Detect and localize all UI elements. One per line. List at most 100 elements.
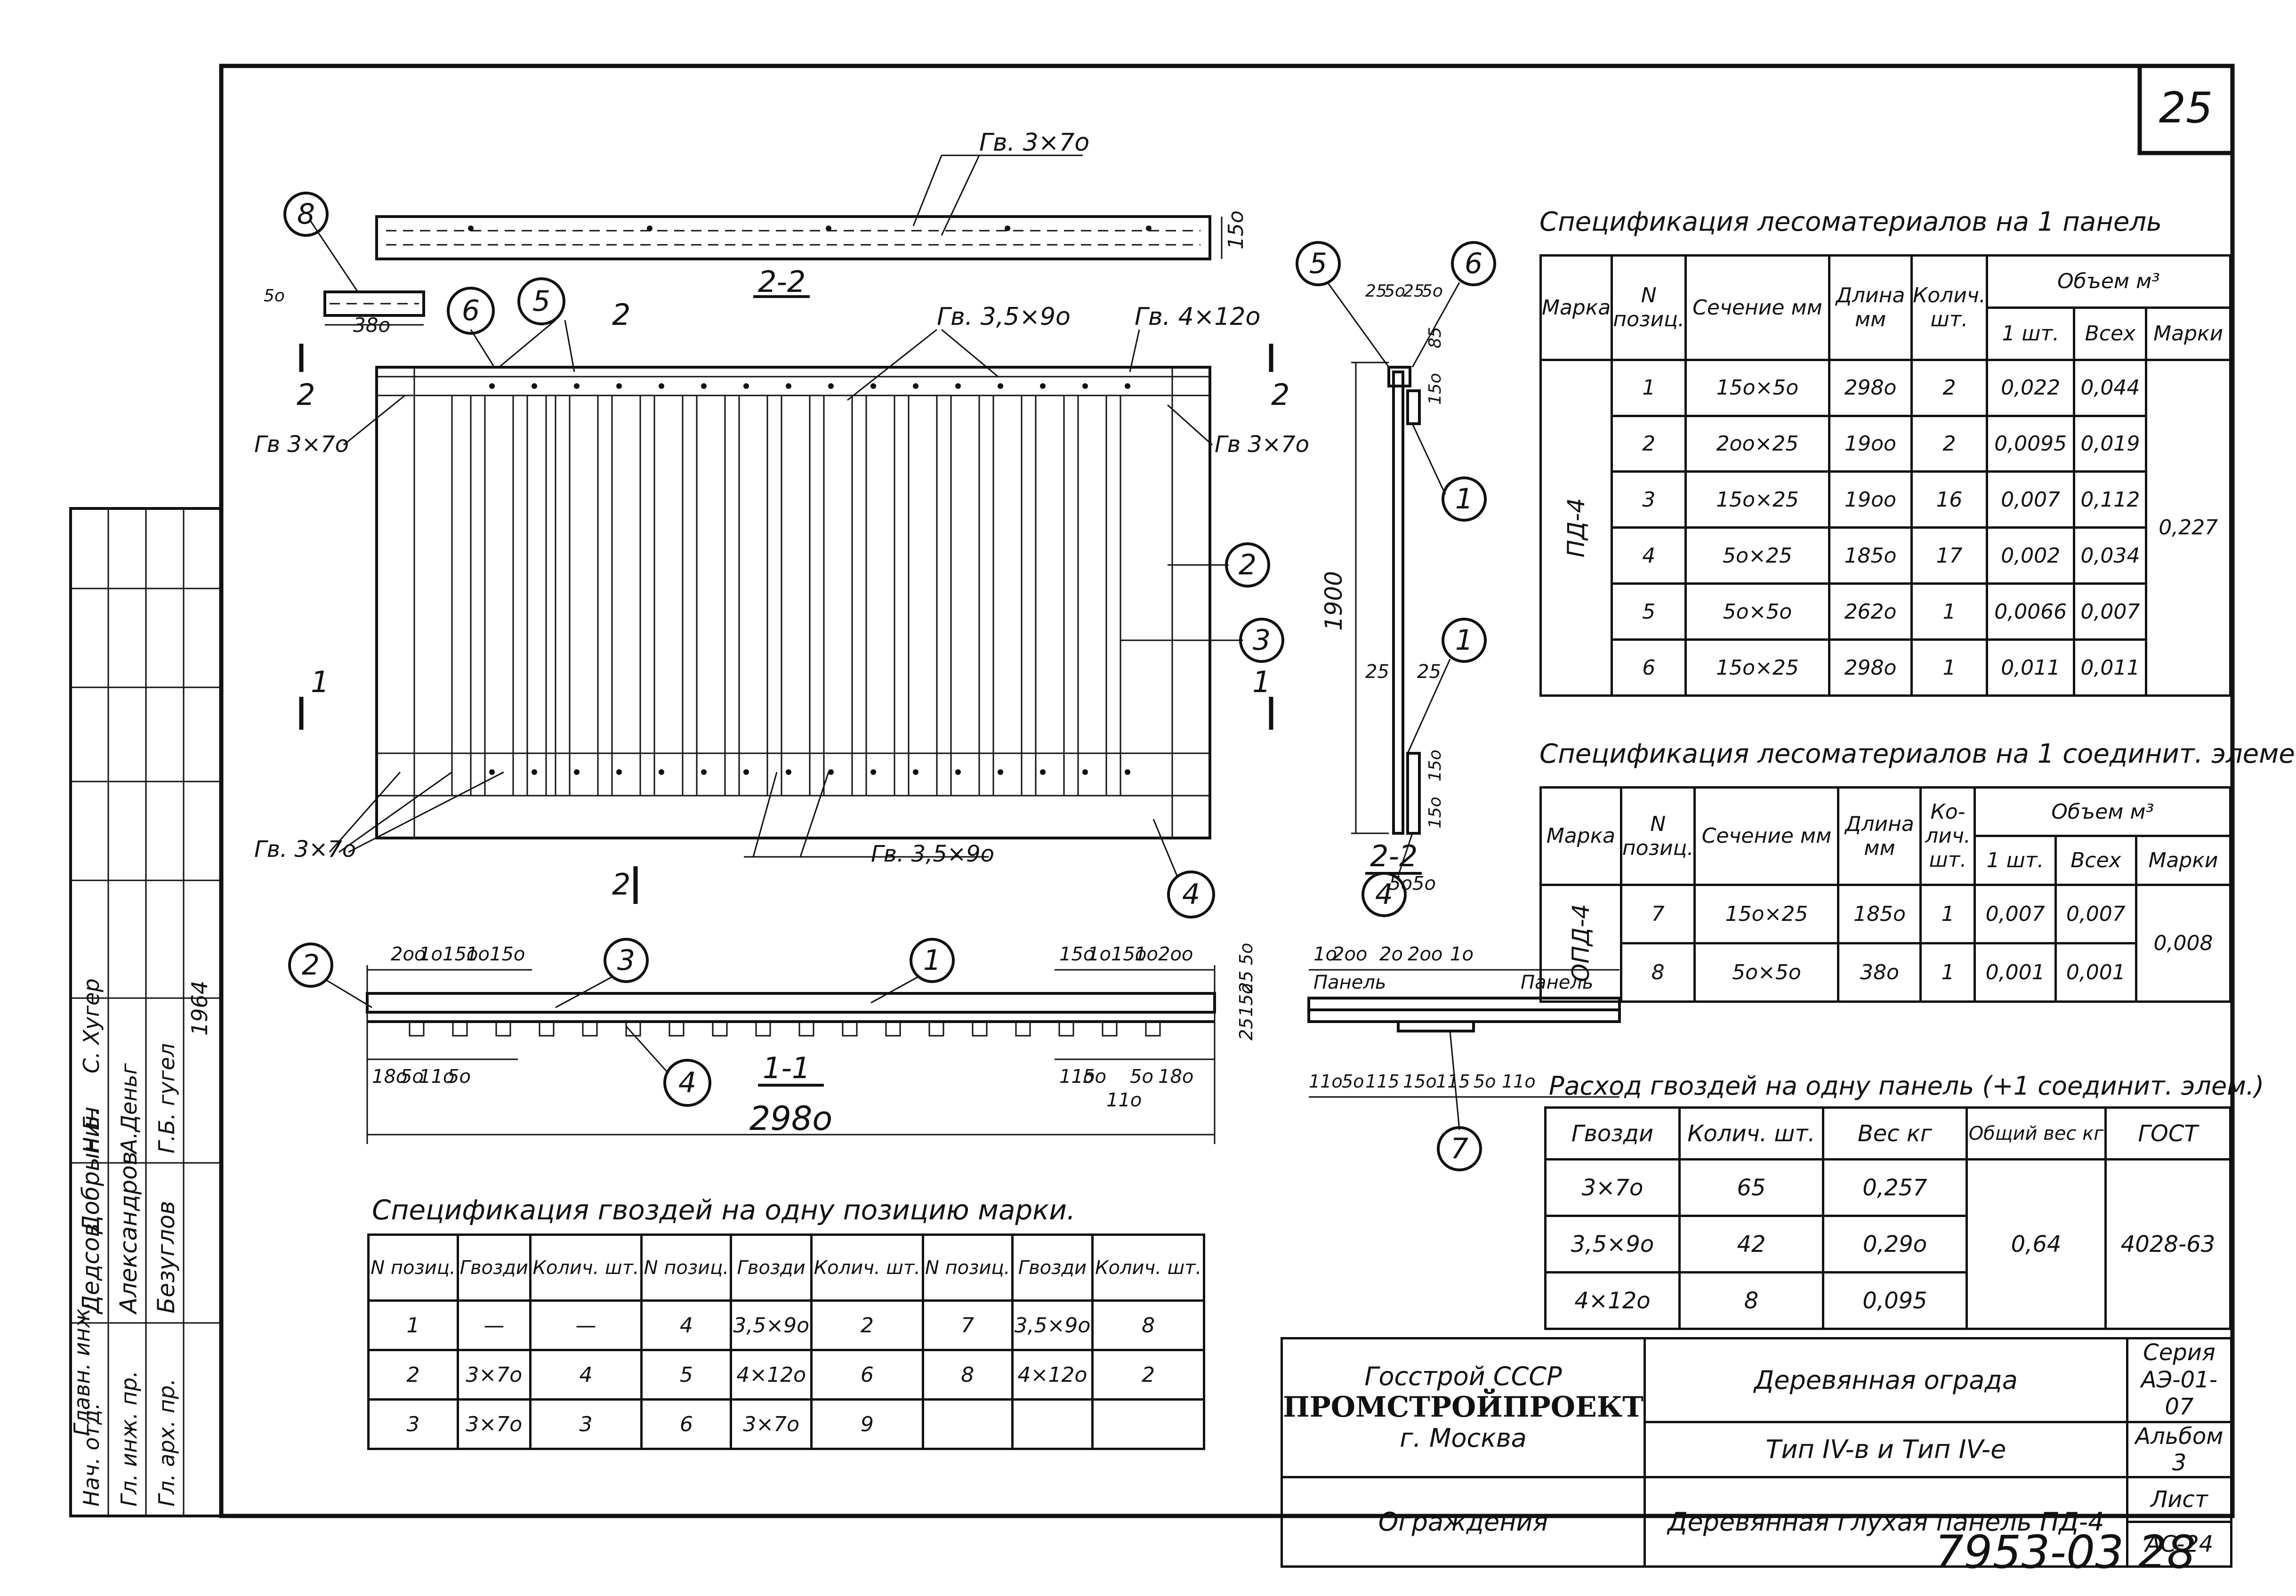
- dim-label: 15о: [1403, 1071, 1437, 1092]
- dim-label: 115: [1436, 1071, 1470, 1092]
- stamp-role: Нач. отд.: [79, 1403, 104, 1507]
- panel-front-view: [375, 319, 1211, 839]
- table-cell: 0,011: [1985, 638, 2076, 697]
- table-cell: 15о×5о: [1684, 358, 1831, 417]
- header-cell: Марка: [1539, 786, 1622, 886]
- callout-number: 1: [1455, 624, 1473, 657]
- header-cell: Колич. шт.: [1678, 1106, 1824, 1161]
- dim-label: 2оо: [391, 943, 426, 965]
- table-cell: [921, 1398, 1014, 1450]
- table-cell: 0,29о: [1822, 1215, 1968, 1274]
- table-cell: 65: [1678, 1158, 1824, 1217]
- table-cell: 2: [1910, 414, 1988, 473]
- table-cell: 3×7о: [456, 1398, 532, 1450]
- table-cell: 7: [1619, 883, 1696, 944]
- dim-label: 15о: [443, 943, 478, 965]
- table-cell: 3,5×9о: [1011, 1299, 1094, 1351]
- header-cell: N позиц.: [640, 1233, 733, 1302]
- table-cell: 17: [1910, 526, 1988, 585]
- header-cell: Вес кг: [1822, 1106, 1968, 1161]
- table-cell: 4×12о: [730, 1349, 813, 1401]
- nail-label: Гв. 4×12о: [1135, 303, 1260, 331]
- nails-usage-table: Гвозди Колич. шт. Вес кг Общий вес кг ГО…: [1544, 1106, 2232, 1330]
- dim-label: 1о: [1450, 943, 1474, 965]
- stamp-name: Безуглов: [153, 1201, 180, 1314]
- table-cell: 5о×5о: [1693, 942, 1840, 1003]
- table-cell: 2: [1910, 358, 1988, 417]
- dim-label: 5о: [1422, 282, 1443, 301]
- dim-label: 15о: [1426, 750, 1445, 782]
- table-cell: 3,5×9о: [1544, 1215, 1681, 1274]
- header-cell: Всех: [2054, 835, 2137, 886]
- header-cell: Ко-лич. шт.: [1919, 786, 1976, 886]
- series-label: Серия: [2143, 1339, 2215, 1366]
- dim-label: 18о: [1158, 1066, 1193, 1088]
- dim-label: 11о: [1502, 1071, 1536, 1092]
- table-cell: 7: [921, 1299, 1014, 1351]
- table-cell: 8: [1091, 1299, 1205, 1351]
- table-cell: 0,011: [2073, 638, 2148, 697]
- section-cut: 2: [1271, 378, 1289, 412]
- table-cell: —: [456, 1299, 532, 1351]
- org-cell: Госстрой СССР ПРОМСТРОЙПРОЕКТ г. Москва: [1281, 1337, 1646, 1478]
- table-cell: 4: [1611, 526, 1687, 585]
- spec-table-joint: Марка N позиц. Сечение мм Длина мм Ко-ли…: [1539, 786, 2232, 1003]
- dim-label: 5о: [1130, 1066, 1153, 1088]
- dim-label: 25: [1403, 282, 1425, 301]
- table-cell: 1: [1611, 358, 1687, 417]
- table-cell: 5о×5о: [1684, 582, 1831, 641]
- table-cell: ОПД-4: [1539, 883, 1622, 1003]
- stamp-signature: А.Деньг: [116, 1063, 142, 1155]
- callout-number: 1: [923, 944, 941, 977]
- table-cell: 38о: [1837, 942, 1922, 1003]
- dim-label: 25: [1417, 661, 1441, 683]
- callout-number: 4: [678, 1066, 696, 1099]
- callout-circle: [1225, 542, 1270, 588]
- org-name: Госстрой СССР: [1364, 1362, 1562, 1392]
- dim-label: 2оо: [1408, 943, 1442, 965]
- table-cell: —: [529, 1299, 643, 1351]
- stamp-year: 1964: [187, 981, 212, 1036]
- table-title: Расход гвоздей на одну панель (+1 соедин…: [1549, 1071, 2264, 1101]
- table-cell: 3: [529, 1398, 643, 1450]
- table-cell: 0,007: [1985, 470, 2076, 529]
- table-cell: 3: [1611, 470, 1687, 529]
- approval-stamp: Гл. арх. пр. Гл. инж. пр. Нач. отд. Глав…: [69, 507, 223, 1517]
- mark-label: ОПД-4: [1567, 904, 1595, 983]
- section-label: 2-2: [758, 265, 806, 299]
- header-cell: Гвозди: [1544, 1106, 1681, 1161]
- nail-label: Гв 3×7о: [1215, 431, 1309, 458]
- section-name: Ограждения: [1281, 1475, 1646, 1568]
- table-cell: 4: [529, 1349, 643, 1401]
- table-cell: 3: [367, 1398, 459, 1450]
- org-city: г. Москва: [1400, 1423, 1527, 1453]
- table-cell: 9: [810, 1398, 924, 1450]
- table-cell: 0,095: [1822, 1271, 1968, 1330]
- table-cell: 6: [1611, 638, 1687, 697]
- stamp-role: Главн. инж.: [69, 1301, 95, 1436]
- spec-table-panel: Марка N позиц. Сечение мм Длина мм Колич…: [1539, 254, 2232, 697]
- callout-number: 4: [1182, 878, 1200, 911]
- dim-label: 5о: [1342, 1071, 1364, 1092]
- table-cell: 0,007: [2054, 883, 2137, 944]
- header-cell: Объем м³: [1985, 254, 2232, 309]
- table-cell: 0,044: [2073, 358, 2148, 417]
- nail-label: Гв 3×7о: [254, 431, 349, 458]
- dim-label: 15о: [1059, 943, 1095, 965]
- table-cell: 5: [1611, 582, 1687, 641]
- table-cell: 262о: [1828, 582, 1913, 641]
- callout-circle: [1239, 618, 1284, 663]
- callout-circle: [283, 192, 329, 237]
- callout-number: 5: [1309, 247, 1327, 280]
- table-cell: 0,0095: [1985, 414, 2076, 473]
- sheet-code: АС-24: [2126, 1520, 2233, 1568]
- org-name: ПРОМСТРОЙПРОЕКТ: [1283, 1391, 1643, 1424]
- table-cell: 5о×25: [1684, 526, 1831, 585]
